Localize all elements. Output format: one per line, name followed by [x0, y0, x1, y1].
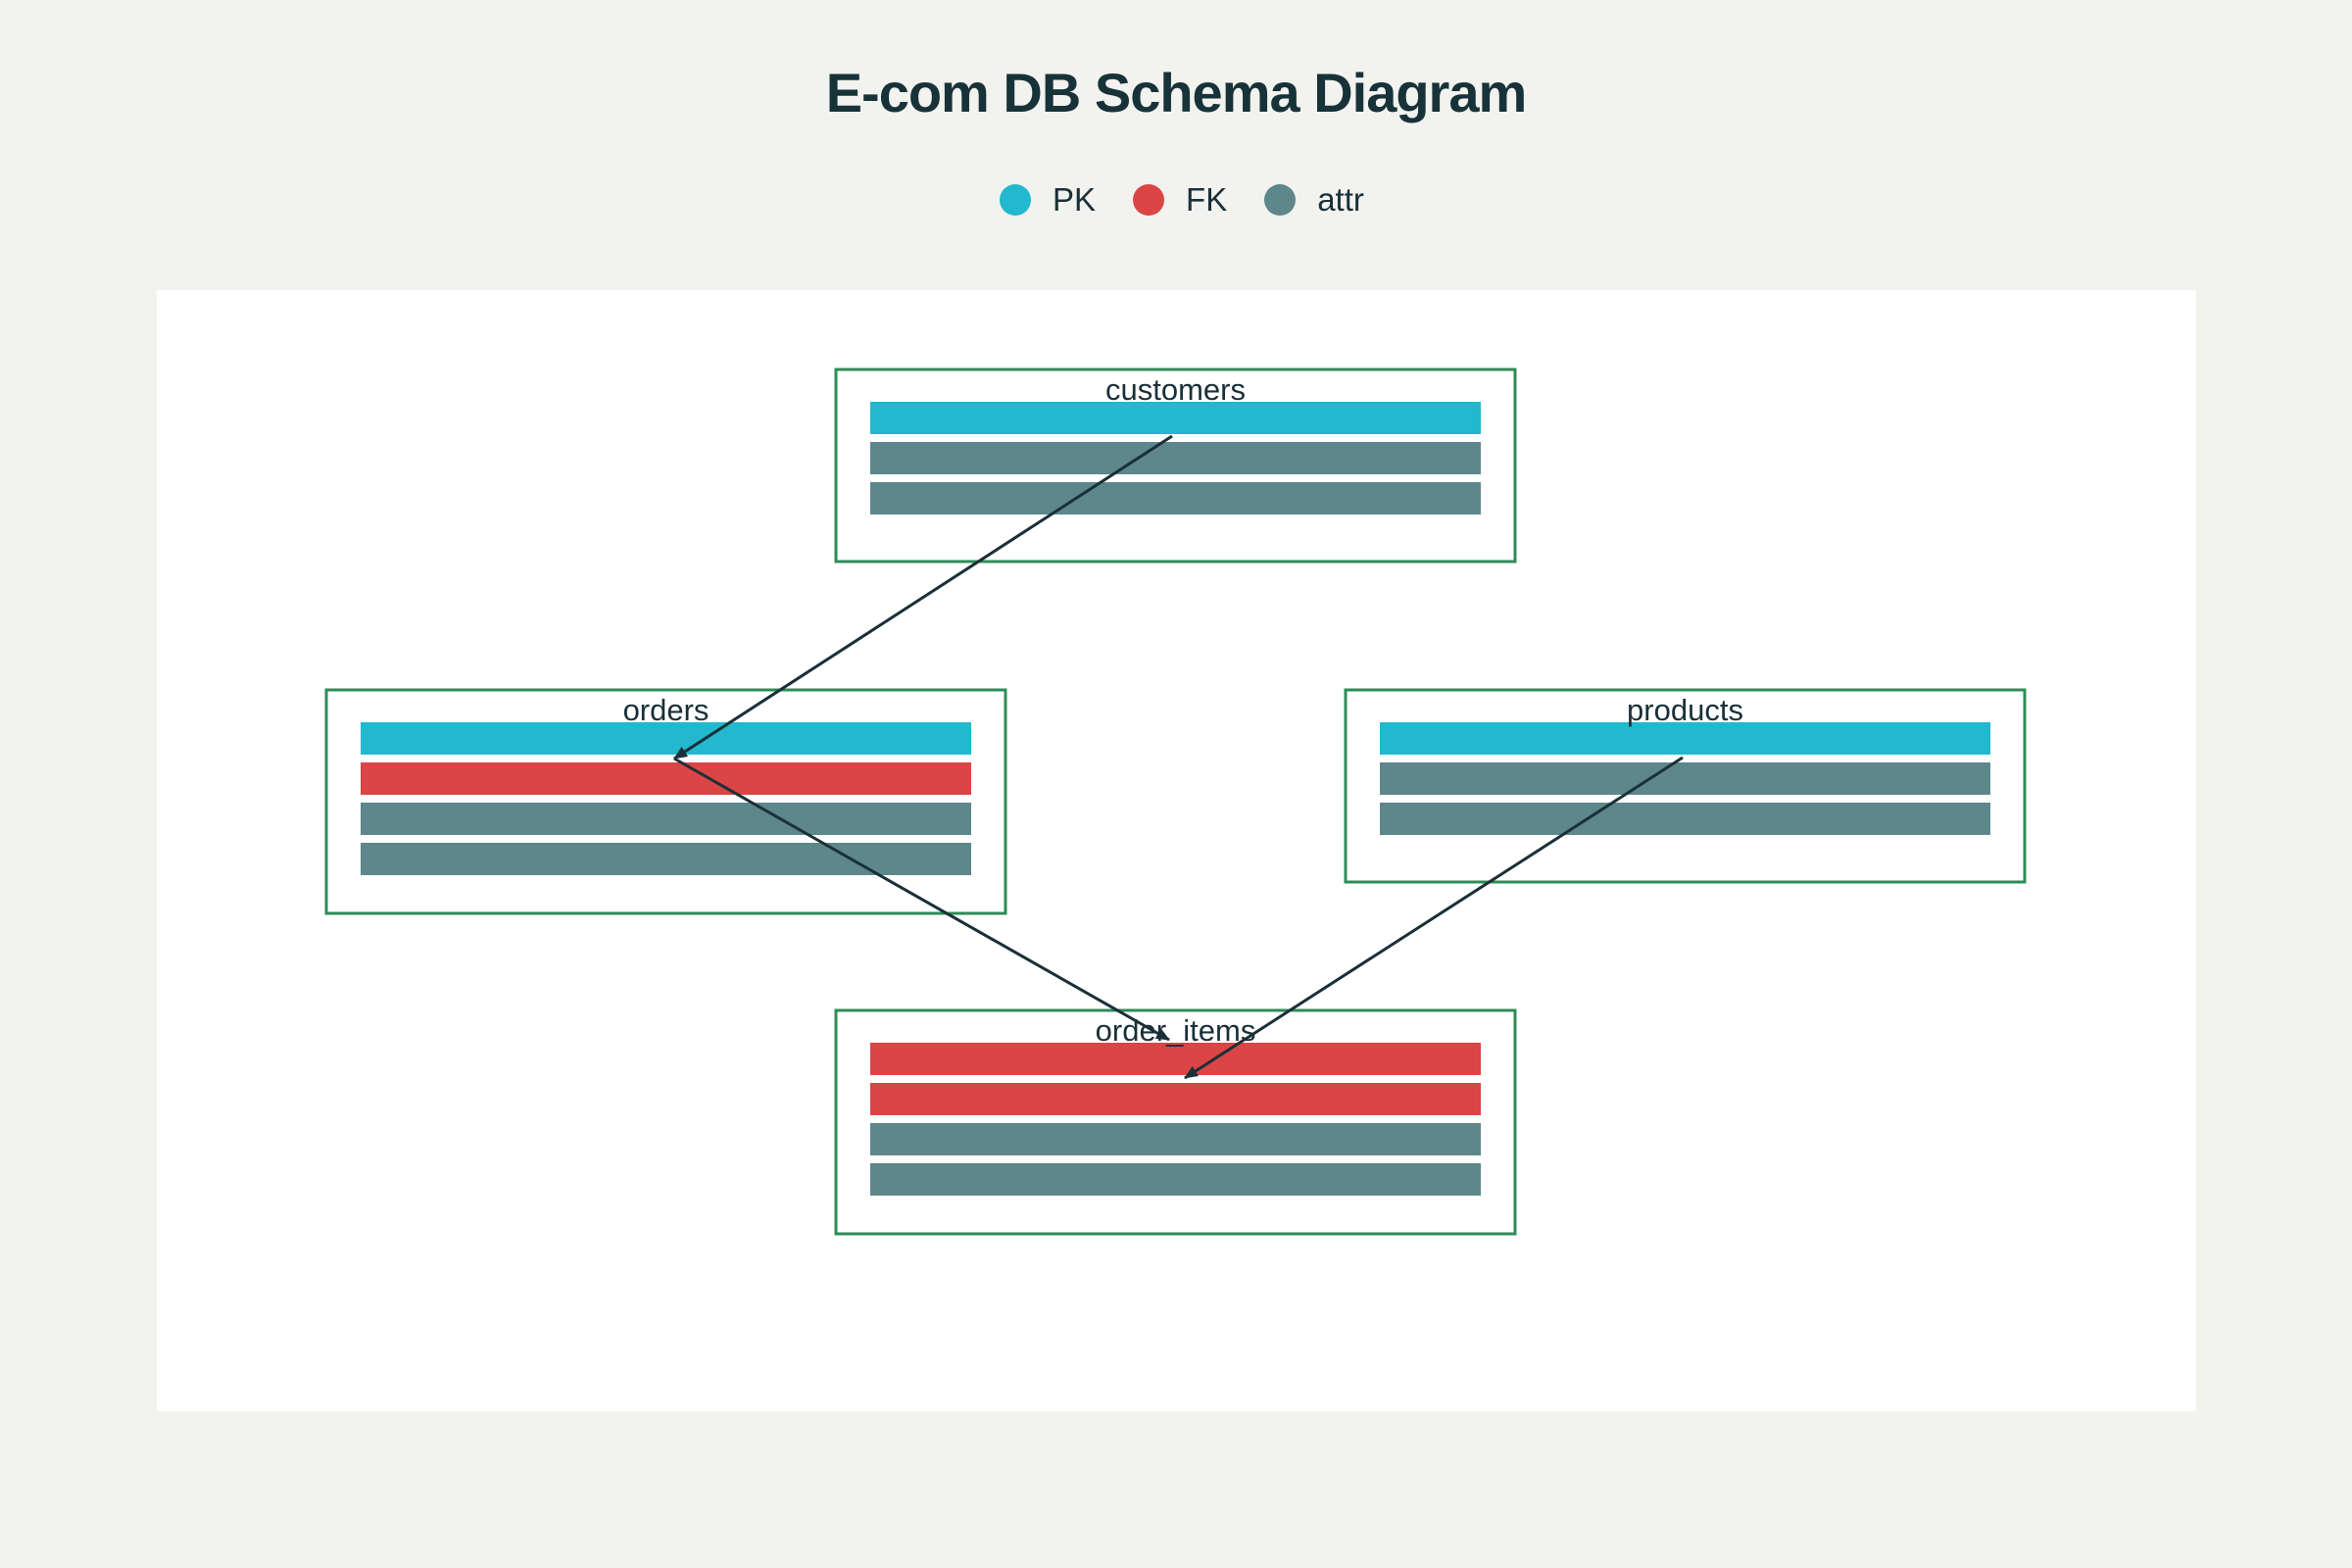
table-orders[interactable]: orders	[324, 688, 1007, 915]
legend: PK FK attr	[1000, 178, 1401, 221]
diagram-canvas: customers orders products order_items	[157, 290, 2196, 1411]
legend-label-pk: PK	[1053, 181, 1097, 218]
table-order-items[interactable]: order_items	[834, 1008, 1517, 1236]
table-border	[1344, 688, 2027, 884]
table-name: order_items	[1096, 1013, 1256, 1048]
table-customers[interactable]: customers	[834, 368, 1517, 564]
schema-diagram: customers orders products order_items	[324, 368, 2027, 1236]
legend-item-pk[interactable]: PK	[1000, 181, 1096, 219]
fk-dot-icon	[1133, 184, 1165, 216]
table-products[interactable]: products	[1344, 688, 2027, 884]
column-bar-fk[interactable]	[870, 1043, 1481, 1075]
table-name: products	[1627, 693, 1743, 727]
column-bar-attr[interactable]	[870, 482, 1481, 514]
column-bar-pk[interactable]	[361, 722, 971, 755]
column-bar-attr[interactable]	[1380, 803, 1990, 835]
column-bar-fk[interactable]	[870, 1083, 1481, 1115]
table-border	[834, 1008, 1517, 1236]
table-name: orders	[623, 693, 710, 727]
column-bar-attr[interactable]	[870, 1123, 1481, 1155]
legend-label-fk: FK	[1186, 181, 1228, 218]
column-bar-pk[interactable]	[1380, 722, 1990, 755]
column-bar-pk[interactable]	[870, 402, 1481, 434]
column-bar-attr[interactable]	[361, 843, 971, 875]
page-title: E-com DB Schema Diagram	[825, 62, 1528, 123]
column-bar-attr[interactable]	[870, 1163, 1481, 1196]
relation-customers-to-orders	[673, 434, 1173, 760]
legend-item-fk[interactable]: FK	[1133, 181, 1227, 219]
column-bar-attr[interactable]	[361, 803, 971, 835]
table-name: customers	[1105, 372, 1246, 407]
table-border	[834, 368, 1517, 564]
column-bar-attr[interactable]	[1380, 762, 1990, 795]
pk-dot-icon	[1000, 184, 1031, 216]
relation-orders-to-order-items	[673, 757, 1170, 1042]
legend-label-attr: attr	[1317, 181, 1364, 218]
column-bar-attr[interactable]	[870, 442, 1481, 474]
legend-item-attr[interactable]: attr	[1264, 181, 1364, 219]
table-border	[324, 688, 1007, 915]
column-bar-fk[interactable]	[361, 762, 971, 795]
relation-products-to-order-items	[1184, 756, 1684, 1080]
attr-dot-icon	[1264, 184, 1297, 216]
